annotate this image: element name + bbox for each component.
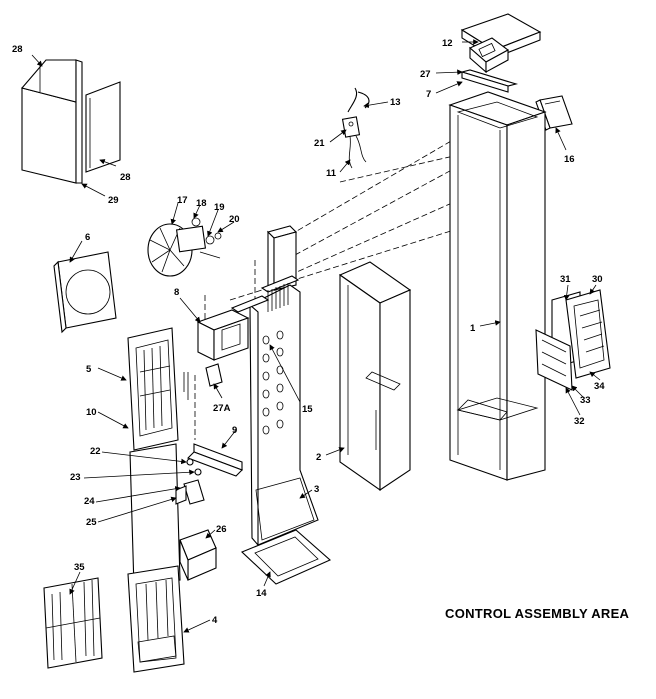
callout-21: 21 bbox=[314, 138, 325, 149]
callout-31: 31 bbox=[560, 274, 571, 285]
floor-plate bbox=[240, 529, 332, 585]
return-grille bbox=[535, 289, 611, 391]
callout-27A: 27A bbox=[213, 403, 231, 414]
callout-9: 9 bbox=[232, 425, 237, 436]
flue-pipe bbox=[179, 529, 217, 581]
callout-34: 34 bbox=[594, 381, 605, 392]
callout-16: 16 bbox=[564, 154, 575, 165]
callout-15: 15 bbox=[302, 404, 313, 415]
callout-20: 20 bbox=[229, 214, 240, 225]
rail bbox=[187, 443, 243, 477]
callout-14: 14 bbox=[256, 588, 267, 599]
callout-30: 30 bbox=[592, 274, 603, 285]
callout-labels: 28 28 29 12 27 7 13 21 11 16 1 2 3 15 14… bbox=[12, 38, 605, 626]
front-panel-lower bbox=[129, 443, 181, 589]
hardware-items bbox=[175, 458, 205, 505]
alignment-lines bbox=[194, 129, 481, 440]
callout-27: 27 bbox=[420, 69, 431, 80]
callout-5: 5 bbox=[86, 364, 92, 375]
leader-lines bbox=[31, 39, 601, 633]
top-control-box bbox=[459, 13, 542, 93]
front-panel-upper bbox=[127, 327, 179, 451]
callout-13: 13 bbox=[390, 97, 401, 108]
tall-cabinet bbox=[448, 91, 547, 481]
callout-22: 22 bbox=[90, 446, 101, 457]
callout-29: 29 bbox=[108, 195, 119, 206]
diagram-title: CONTROL ASSEMBLY AREA bbox=[445, 606, 630, 621]
square-collar bbox=[53, 251, 117, 334]
callout-11: 11 bbox=[326, 168, 337, 179]
callout-10: 10 bbox=[86, 407, 97, 418]
switch-assembly bbox=[341, 87, 370, 169]
inducer-box bbox=[183, 295, 270, 400]
perforated-duct bbox=[249, 225, 319, 547]
callout-3: 3 bbox=[314, 484, 319, 495]
callout-4: 4 bbox=[212, 615, 218, 626]
callout-6: 6 bbox=[85, 232, 90, 243]
callout-2: 2 bbox=[316, 452, 321, 463]
callout-28-side: 28 bbox=[120, 172, 131, 183]
callout-35: 35 bbox=[74, 562, 85, 573]
middle-panel bbox=[338, 261, 412, 492]
callout-28-top: 28 bbox=[12, 44, 23, 55]
callout-1: 1 bbox=[470, 323, 476, 334]
callout-25: 25 bbox=[86, 517, 97, 528]
callout-26: 26 bbox=[216, 524, 227, 535]
callout-7: 7 bbox=[426, 89, 431, 100]
callout-24: 24 bbox=[84, 496, 95, 507]
callout-23: 23 bbox=[70, 472, 81, 483]
side-panel-assembly bbox=[21, 59, 121, 184]
callout-12: 12 bbox=[442, 38, 453, 49]
grille-slots bbox=[267, 283, 289, 312]
grille bbox=[43, 577, 103, 669]
lower-panel bbox=[127, 565, 185, 673]
callout-8: 8 bbox=[174, 287, 179, 298]
callout-33: 33 bbox=[580, 395, 591, 406]
callout-17: 17 bbox=[177, 195, 188, 206]
blower-fan bbox=[147, 217, 222, 277]
callout-19: 19 bbox=[214, 202, 225, 213]
callout-18: 18 bbox=[196, 198, 207, 209]
callout-32: 32 bbox=[574, 416, 585, 427]
